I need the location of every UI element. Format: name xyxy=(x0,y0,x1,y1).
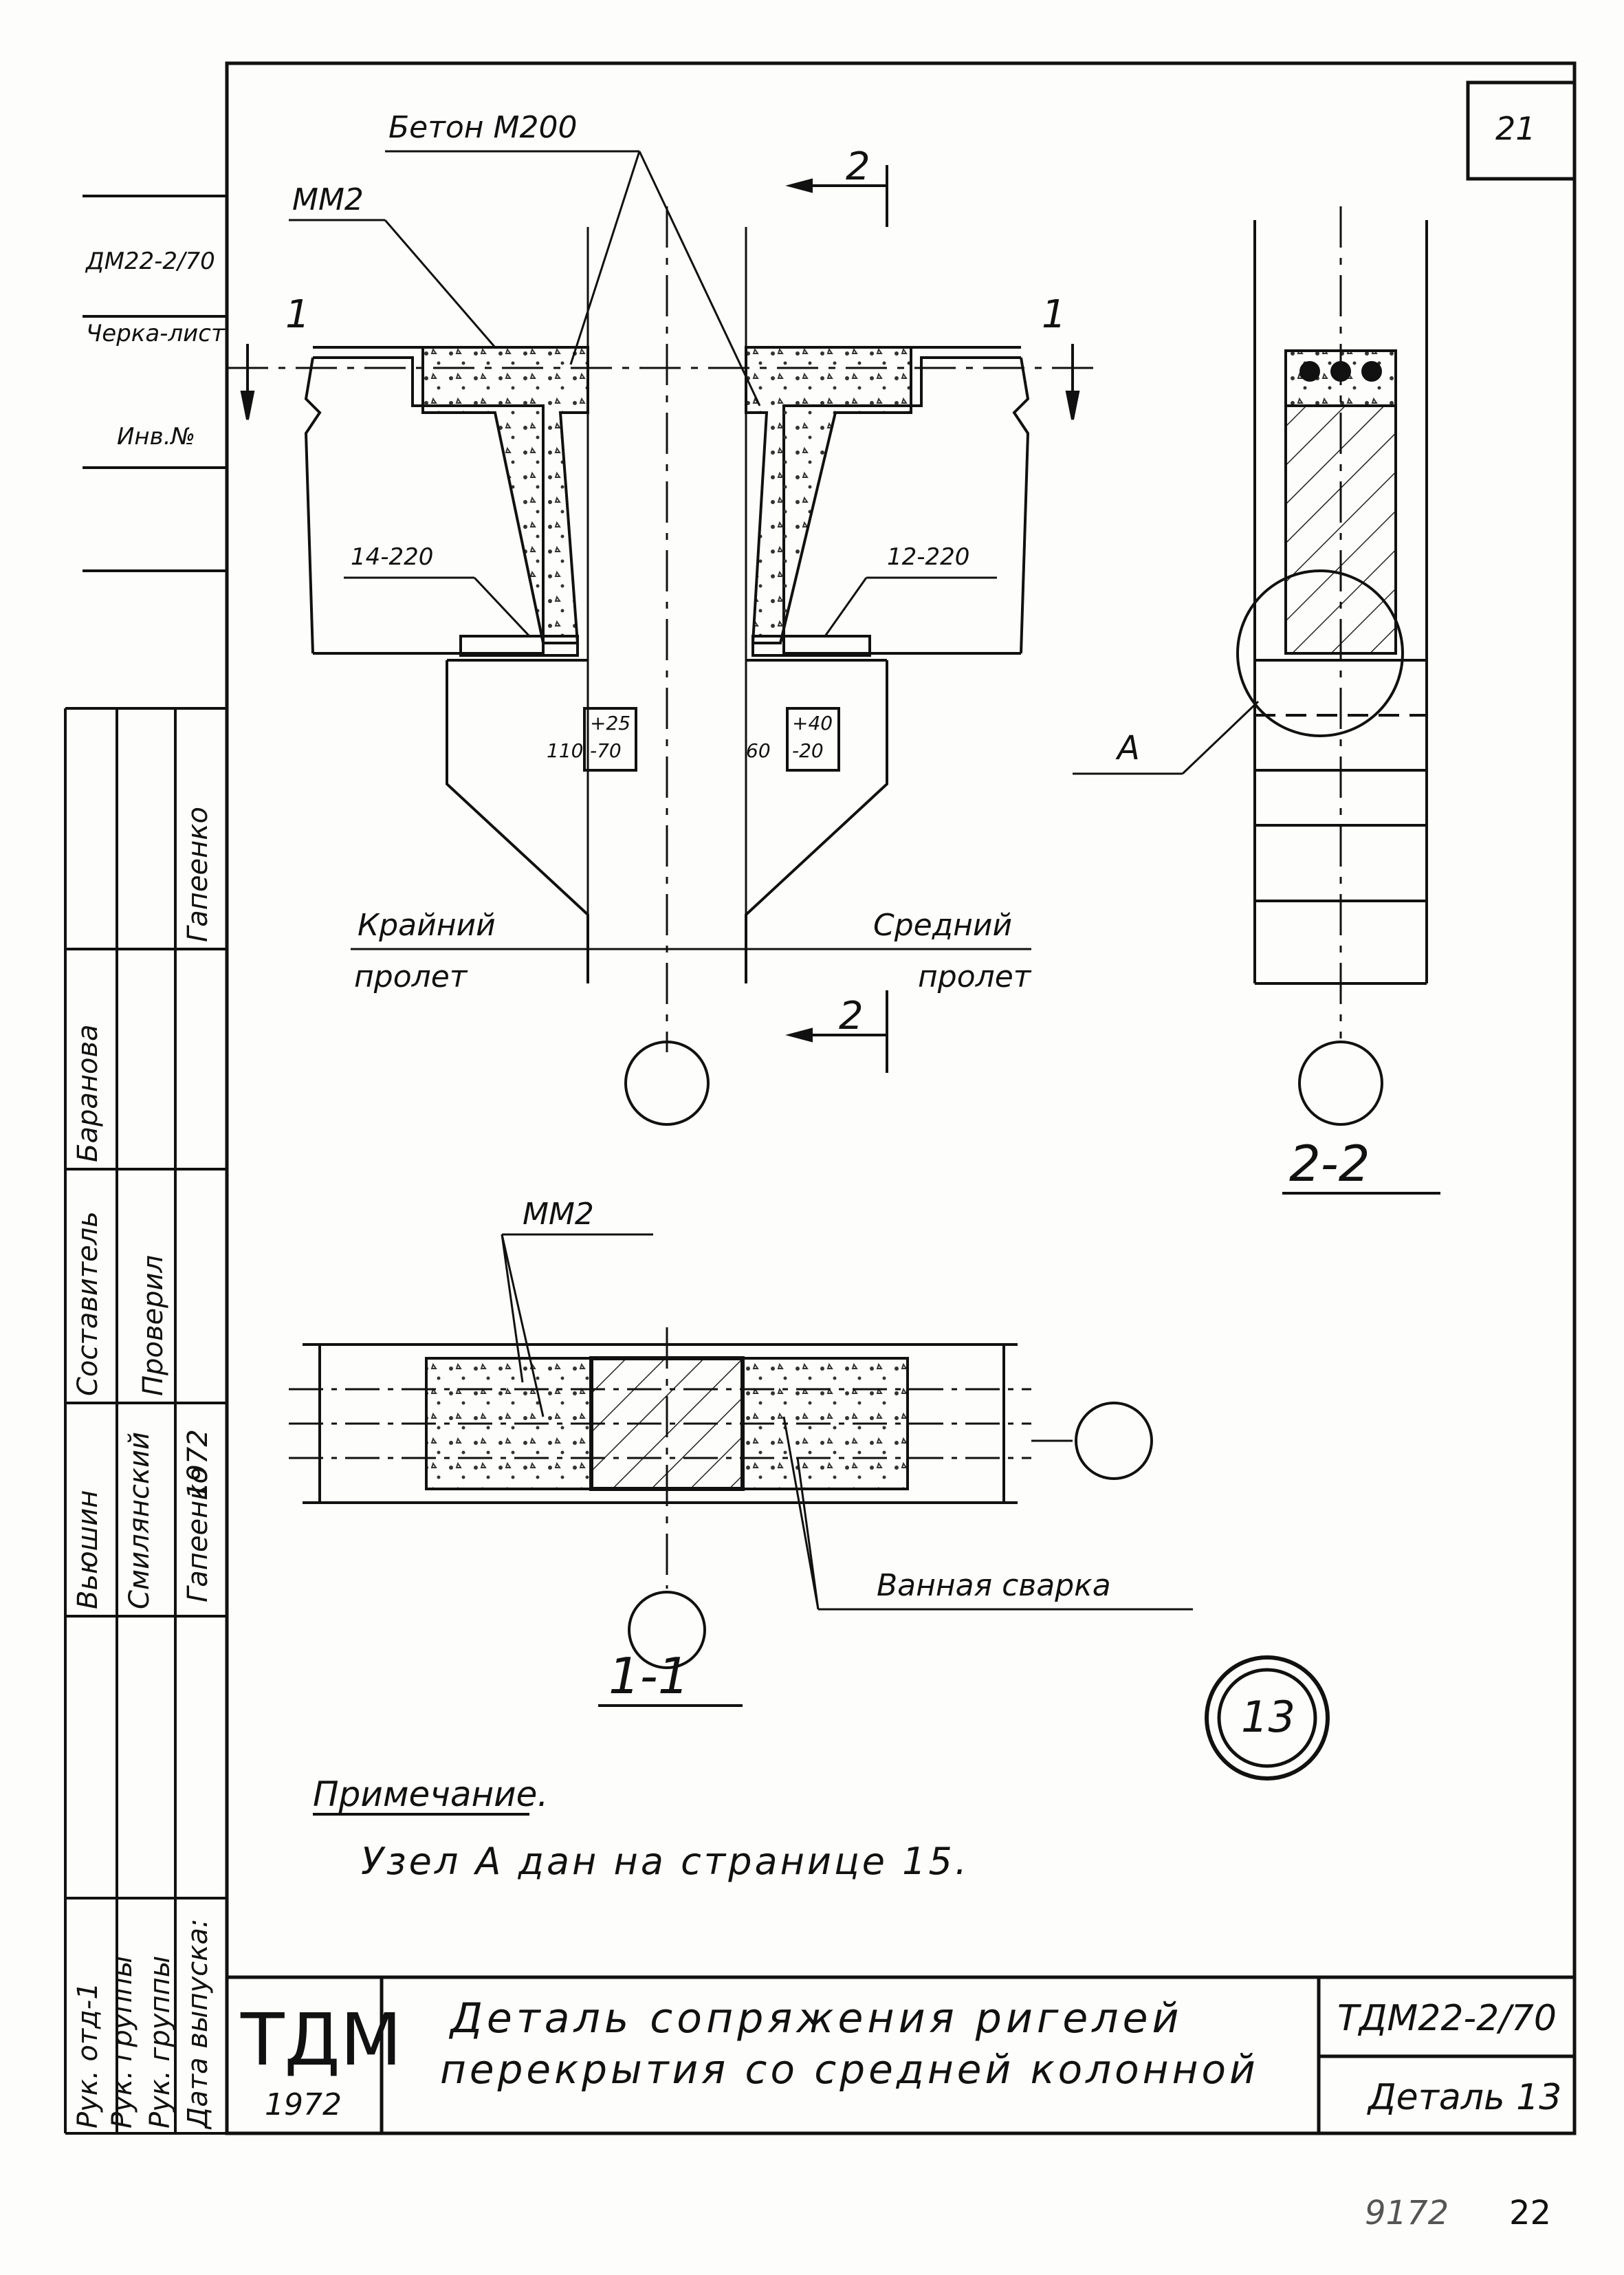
box-left-bottom: -70 xyxy=(590,739,622,762)
stamp-name-smilyanskiy: Смилянский xyxy=(124,1431,155,1609)
title-line-2: перекрытия со средней колонной xyxy=(440,2046,1259,2093)
footer-stamp: 9172 xyxy=(1365,2194,1449,2232)
side-inv: Инв.№ xyxy=(117,423,195,450)
stamp-name-baranova: Баранова xyxy=(72,1024,104,1162)
bar-label-left: 14-220 xyxy=(351,543,434,571)
beton-label: Бетон М200 xyxy=(388,110,578,145)
detail-badge-circle xyxy=(1205,1655,1330,1781)
stamp-name-gapeenko-1: Гапеенко xyxy=(182,807,214,942)
note-title: Примечание. xyxy=(313,1774,549,1814)
section-1-left: 1 xyxy=(285,292,310,337)
stamp-release-date: Дата выпуска: xyxy=(182,1918,214,2129)
box-left-top: +25 xyxy=(590,712,631,734)
logo-tdm: ТДМ xyxy=(241,1998,402,2082)
logo-year: 1972 xyxy=(265,2087,342,2122)
detail-badge-number: 13 xyxy=(1241,1692,1295,1742)
mm2-label: ММ2 xyxy=(292,182,364,217)
section-2-top: 2 xyxy=(846,144,870,189)
note-text: Узел А дан на странице 15. xyxy=(361,1840,970,1883)
stamp-ruk-grp-2: Рук. группы xyxy=(144,1955,176,2129)
section-1-1-title: 1-1 xyxy=(608,1647,690,1705)
main-view-drawing xyxy=(227,150,1093,1126)
dim-left: 110 xyxy=(547,739,584,762)
box-right-top: +40 xyxy=(792,712,833,734)
section-2-bottom: 2 xyxy=(839,994,864,1038)
bar-label-right: 12-220 xyxy=(887,543,970,571)
edge-span-line1: Крайний xyxy=(358,908,496,943)
section-1-right: 1 xyxy=(1042,292,1066,337)
sheet-frame xyxy=(225,61,1577,2135)
mid-span-line2: пролет xyxy=(918,959,1031,994)
section-1-1-drawing xyxy=(289,1233,1193,1707)
box-right-bottom: -20 xyxy=(792,739,824,762)
left-stamp-grid xyxy=(64,195,227,2135)
stamp-name-vyushin: Вьюшин xyxy=(72,1490,104,1609)
sheet-number: 21 xyxy=(1495,110,1536,147)
stamp-role-checked: Проверил xyxy=(138,1254,169,1396)
title-line-1: Деталь сопряжения ригелей xyxy=(450,1994,1183,2043)
mid-span-line1: Средний xyxy=(873,908,1013,943)
stamp-role-compiler: Составитель xyxy=(72,1211,104,1396)
edge-span-line2: пролет xyxy=(354,959,468,994)
title-detail: Деталь 13 xyxy=(1368,2077,1562,2118)
weld-label: Ванная сварка xyxy=(877,1568,1111,1603)
section-2-2-title: 2-2 xyxy=(1289,1135,1370,1193)
mm2-label-1-1: ММ2 xyxy=(523,1197,594,1232)
stamp-ruk-grp-1: Рук. группы xyxy=(107,1955,138,2129)
title-code: ТДМ22-2/70 xyxy=(1337,1998,1557,2039)
dim-right: 60 xyxy=(746,739,771,762)
stamp-ruk-otd: Рук. отд-1 xyxy=(72,1982,104,2129)
node-a-label: А xyxy=(1117,729,1140,768)
side-mark: Черка-лист xyxy=(86,320,225,347)
footer-page: 22 xyxy=(1509,2194,1552,2232)
section-2-2-drawing xyxy=(1073,206,1440,1195)
side-code: ДМ22-2/70 xyxy=(86,248,215,275)
stamp-year: 1972 xyxy=(182,1429,214,1499)
